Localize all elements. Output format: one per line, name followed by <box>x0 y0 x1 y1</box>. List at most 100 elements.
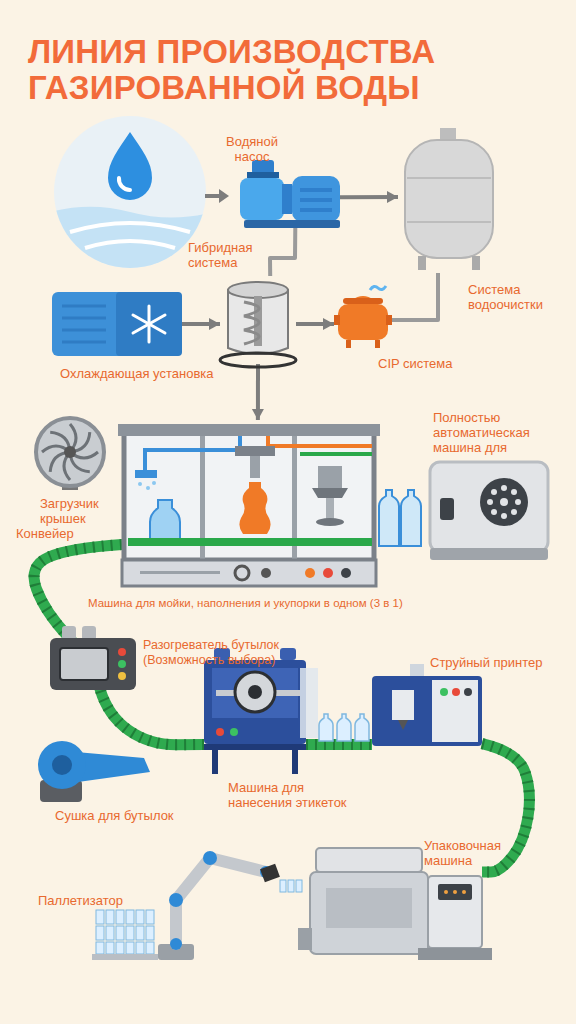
blow-molder <box>501 513 507 519</box>
chiller-unit <box>62 341 106 344</box>
blow-molder <box>430 462 548 552</box>
bottle-warmer <box>62 626 76 640</box>
filling-machine <box>118 424 380 586</box>
inkjet-printer <box>398 720 408 730</box>
flow-arrow <box>205 189 229 203</box>
palletizer-robot <box>136 926 144 940</box>
bottle-warmer <box>82 626 96 640</box>
cap-loader <box>36 418 104 490</box>
labeling-machine <box>280 648 296 660</box>
palletizer-robot <box>116 926 124 940</box>
palletizer-robot <box>96 942 104 954</box>
packing-machine <box>310 872 428 954</box>
pump-symbol <box>282 184 292 214</box>
pump-symbol <box>292 176 340 222</box>
packing-machine <box>444 890 466 894</box>
packing-machine <box>326 888 412 928</box>
palletizer-robot <box>146 926 154 940</box>
palletizer-robot <box>106 942 114 954</box>
filling-machine <box>250 456 260 478</box>
inkjet-printer <box>452 688 460 696</box>
palletizer-robot <box>280 880 286 892</box>
machine-node: Гибридная система <box>220 276 296 364</box>
machine-node: Машина для мойки, наполнения и укупорки … <box>122 420 376 586</box>
flow-arrow <box>296 318 334 330</box>
blow-molder <box>511 509 517 515</box>
filling-machine <box>268 436 372 446</box>
machine-node: Загрузчик крышек <box>34 418 106 490</box>
filling-machine <box>150 500 180 542</box>
arrow-head <box>387 191 398 203</box>
filling-machine <box>312 488 348 498</box>
machine-node: Охлаждающая установка <box>52 292 182 356</box>
water-source <box>119 178 130 190</box>
cip-tank <box>375 340 380 348</box>
pump-symbol <box>300 198 332 202</box>
bottle-warmer <box>60 648 108 680</box>
treatment-tank <box>472 256 480 270</box>
labeling-machine <box>300 668 318 738</box>
pipe-line <box>270 228 295 276</box>
palletizer-robot <box>92 954 158 960</box>
hybrid-tank <box>228 282 288 298</box>
blow-molder <box>491 509 497 515</box>
inkjet-printer <box>464 688 472 696</box>
inkjet-printer <box>440 688 448 696</box>
treatment-tank <box>407 221 491 223</box>
filling-machine <box>318 466 342 488</box>
palletizer-robot <box>176 858 266 944</box>
arrow-head <box>209 318 220 330</box>
palletizer-robot <box>126 910 134 924</box>
labeling-machine <box>204 660 306 744</box>
filling-machine <box>316 518 344 526</box>
machine-label: Водяной насос <box>212 134 292 164</box>
blow-molder <box>500 498 508 506</box>
filling-machine <box>118 424 380 436</box>
chiller-unit <box>133 315 165 333</box>
machine-node: Водяной насос <box>236 170 340 228</box>
bottle-row <box>319 714 333 741</box>
pipe-path <box>392 273 438 320</box>
flow-arrow <box>182 318 220 330</box>
palletizer-robot <box>96 910 104 924</box>
palletizer-robot <box>260 864 280 883</box>
filling-machine <box>235 446 275 456</box>
palletizer-robot <box>280 880 302 892</box>
blow-molder <box>480 478 528 526</box>
pump-symbol <box>240 160 340 228</box>
treatment-tank <box>407 177 491 179</box>
cip-tank <box>334 286 392 348</box>
palletizer-robot <box>170 938 182 950</box>
bottle-pair <box>379 490 399 546</box>
palletizer-robot <box>116 942 124 954</box>
machine-node: Паллетизатор <box>140 840 302 962</box>
pump-symbol <box>244 220 340 228</box>
hybrid-tank <box>220 353 296 367</box>
bottle-dryer <box>76 752 150 782</box>
palletizer-robot <box>203 851 217 865</box>
filling-machine <box>138 482 142 486</box>
palletizer-robot <box>106 910 114 924</box>
chiller-unit <box>133 315 165 333</box>
blow-molder <box>491 489 497 495</box>
filling-machine <box>145 436 240 470</box>
filling-machine <box>341 568 351 578</box>
labeling-machine <box>235 672 275 712</box>
bottle-warmer <box>118 660 126 668</box>
bottle-pair <box>379 490 421 546</box>
filling-machine <box>261 568 271 578</box>
blow-molder <box>487 499 493 505</box>
diagram-title: ЛИНИЯ ПРОИЗВОДСТВА ГАЗИРОВАННОЙ ВОДЫ <box>28 34 518 106</box>
bottle-warmer <box>50 638 136 690</box>
machine-node: Разогреватель бутылок (Возможность выбор… <box>50 636 136 692</box>
machine-label: Полностью автоматическая машина для <box>433 410 553 455</box>
machine-label: Разогреватель бутылок (Возможность выбор… <box>143 638 303 668</box>
water-source <box>85 241 175 248</box>
cip-tank <box>343 298 383 304</box>
palletizer-robot <box>288 880 294 892</box>
machine-label: CIP система <box>378 356 478 371</box>
machine-label: Гибридная система <box>188 240 273 270</box>
packing-machine <box>462 890 466 894</box>
pump-symbol <box>300 188 332 192</box>
